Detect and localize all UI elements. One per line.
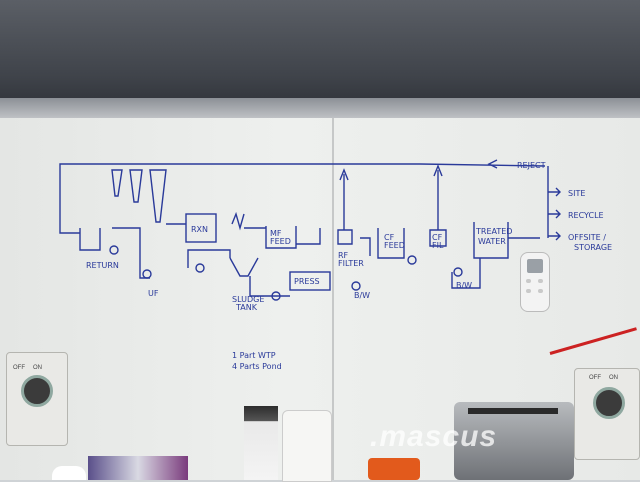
label-cf-2: CF — [432, 233, 443, 242]
socket-off-label: OFF — [589, 375, 601, 381]
rf-filter — [337, 229, 353, 245]
orange-object — [368, 458, 420, 480]
label-rxn: RXN — [191, 225, 208, 234]
label-mf: MF — [270, 229, 282, 238]
label-bw: B/W — [354, 291, 370, 300]
socket-switch — [21, 375, 53, 407]
socket-on-label: ON — [609, 375, 618, 381]
rxn-tank — [185, 213, 217, 243]
label-uf: UF — [148, 289, 159, 298]
label-storage-2: STORAGE — [574, 243, 612, 252]
glove-boxes — [88, 456, 188, 480]
press — [289, 271, 331, 291]
cup-stack — [244, 406, 278, 480]
funnel-1 — [111, 169, 123, 197]
note-line-1: 1 Part WTP — [232, 351, 276, 360]
label-cf-fil: FIL — [432, 241, 444, 250]
toaster-slot — [468, 408, 558, 414]
label-mf-feed: FEED — [270, 237, 291, 246]
remote-button — [526, 289, 531, 293]
remote-button — [526, 279, 531, 283]
cf-pump — [407, 255, 417, 265]
cf-filter — [429, 229, 447, 247]
reject-arrow — [487, 159, 498, 169]
wipes-tub — [282, 410, 332, 482]
label-sludge: SLUDGE — [232, 295, 264, 304]
sludge-tank — [229, 257, 259, 277]
socket-switch — [593, 387, 625, 419]
remote-button — [538, 289, 543, 293]
bw-pump-2 — [453, 267, 463, 277]
label-rf: RF — [338, 251, 349, 260]
cf-feed-tank — [377, 228, 405, 259]
label-reject: REJECT — [517, 161, 546, 170]
recycle-line — [59, 163, 546, 234]
remote-button — [538, 279, 543, 283]
overhead-cabinet — [0, 0, 640, 110]
mixer — [231, 211, 245, 231]
ratio-note: 1 Part WTP 4 Parts Pond — [232, 350, 282, 372]
watermark: .mascus — [370, 420, 498, 453]
label-press: PRESS — [294, 277, 320, 286]
toaster — [454, 402, 574, 480]
label-site: SITE — [568, 189, 585, 198]
note-line-2: 4 Parts Pond — [232, 362, 282, 371]
sludge-pump — [195, 263, 205, 273]
remote-screen — [527, 259, 543, 273]
wall-socket-left: OFF ON — [6, 352, 68, 446]
wall-socket-right: OFF ON — [574, 368, 640, 460]
label-cf: CF — [384, 233, 395, 242]
socket-off-label: OFF — [13, 365, 25, 371]
treated-water-tank — [473, 222, 509, 259]
white-cup — [52, 466, 86, 480]
label-return: RETURN — [86, 261, 119, 270]
label-sludge-tank: TANK — [235, 303, 258, 312]
press-pump — [271, 291, 281, 301]
bw-pump — [351, 281, 361, 291]
uf-pump — [142, 269, 152, 279]
label-bw-2: B/W — [456, 281, 472, 290]
socket-on-label: ON — [33, 365, 42, 371]
label-recycle: RECYCLE — [568, 211, 604, 220]
funnel-3 — [149, 169, 167, 223]
whiteboard-seam — [332, 118, 334, 480]
label-rf-filter: FILTER — [338, 259, 364, 268]
label-offsite: OFFSITE / — [568, 233, 606, 242]
process-flow-diagram: REJECT SITE RECYCLE OFFSITE / STORAGE RE… — [59, 159, 612, 312]
funnel-2 — [129, 169, 143, 203]
return-tank — [79, 228, 101, 251]
label-treated: TREATED — [475, 227, 512, 236]
label-water: WATER — [478, 237, 506, 246]
mf-feed-tank — [265, 226, 297, 249]
return-pump — [109, 245, 119, 255]
label-cf-feed: FEED — [384, 241, 405, 250]
ac-remote — [520, 252, 550, 312]
